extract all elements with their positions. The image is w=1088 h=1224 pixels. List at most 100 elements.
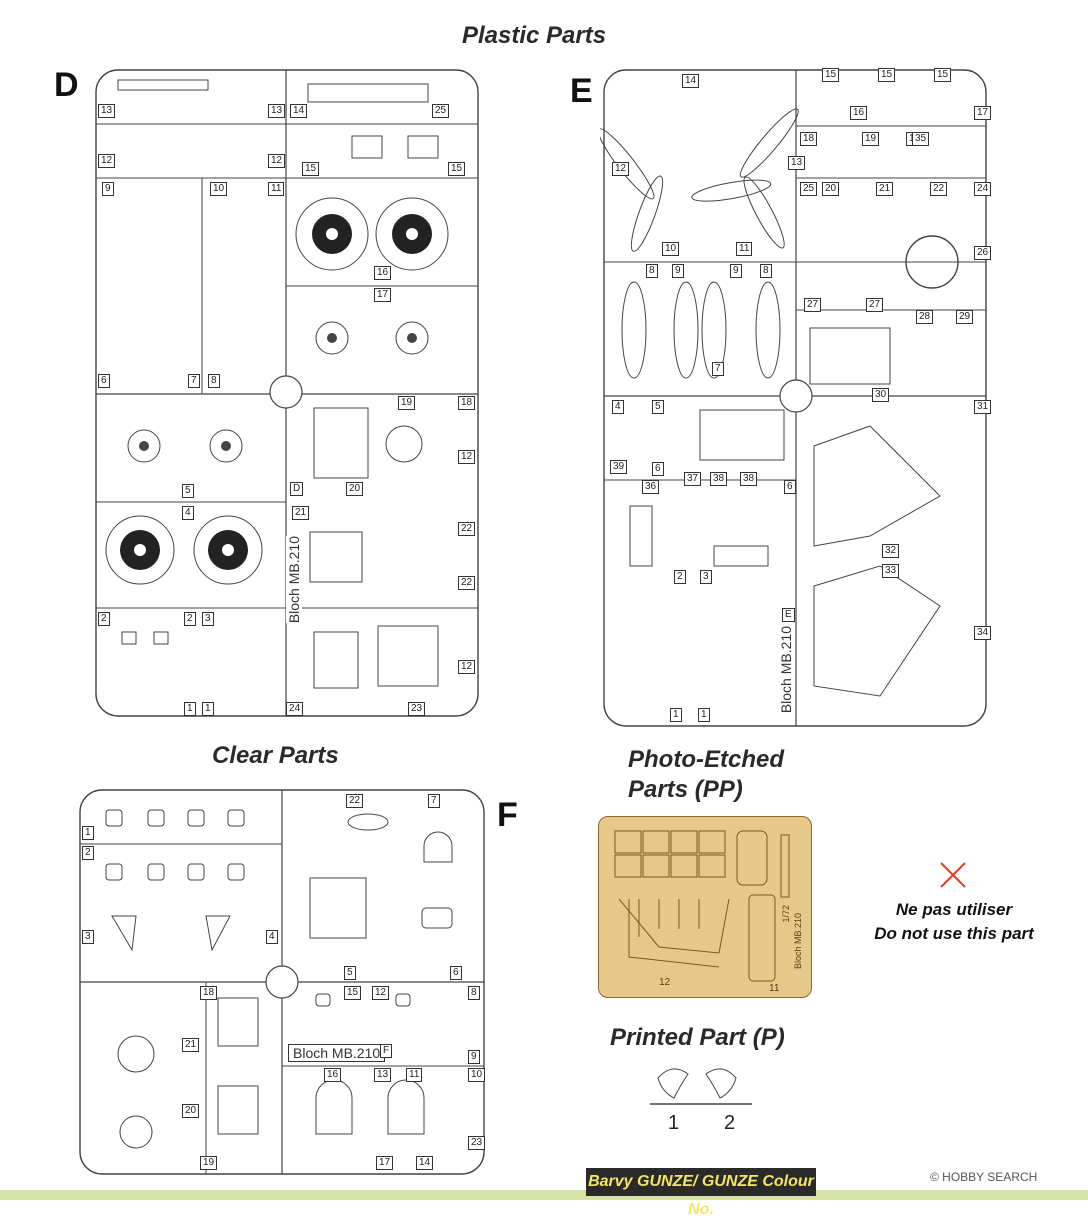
part-number-tag: 23 xyxy=(408,702,426,716)
sprue-e-name: Bloch MB.210 xyxy=(778,626,794,714)
part-number-tag: 24 xyxy=(286,702,304,716)
photo-etched-heading-line2: Parts (PP) xyxy=(628,776,743,803)
part-number-tag: 3 xyxy=(82,930,94,944)
sprue-f-letter: F xyxy=(497,796,518,834)
part-number-tag: 17 xyxy=(376,1156,394,1170)
part-number-tag: 21 xyxy=(876,182,894,196)
part-number-tag: 2 xyxy=(674,570,686,584)
part-number-tag: 5 xyxy=(652,400,664,414)
part-number-tag: 12 xyxy=(612,162,630,176)
hobby-search-watermark: © HOBBY SEARCH xyxy=(930,1170,1038,1184)
part-number-tag: 16 xyxy=(850,106,868,120)
photo-etched-fret: 12 11 Bloch MB.210 1/72 xyxy=(598,816,812,998)
plastic-parts-heading: Plastic Parts xyxy=(462,22,607,49)
part-number-tag: 7 xyxy=(188,374,200,388)
part-number-tag: 5 xyxy=(344,966,356,980)
gunze-colour-banner: Barvy GUNZE/ GUNZE Colour No. xyxy=(586,1168,816,1218)
part-number-tag: 30 xyxy=(872,388,890,402)
part-number-tag: 15 xyxy=(448,162,466,176)
part-number-tag: 28 xyxy=(916,310,934,324)
part-number-tag: 22 xyxy=(346,794,364,808)
part-number-tag: 16 xyxy=(374,266,392,280)
pe-part-12: 12 xyxy=(659,977,671,988)
part-number-tag: 20 xyxy=(182,1104,200,1118)
part-number-tag: 3 xyxy=(202,612,214,626)
printed-parts-drawing xyxy=(650,1068,752,1105)
part-number-tag: 18 xyxy=(200,986,218,1000)
part-number-tag: 1 xyxy=(698,708,710,722)
part-number-tag: 1 xyxy=(202,702,214,716)
photo-etched-heading-line1: Photo-Etched xyxy=(628,746,784,773)
part-number-tag: 8 xyxy=(208,374,220,388)
part-number-tag: 10 xyxy=(210,182,228,196)
sprue-f-name: Bloch MB.210 xyxy=(288,1044,386,1062)
part-number-tag: 1 xyxy=(184,702,196,716)
part-number-tag: 31 xyxy=(974,400,992,414)
pe-fret-scale: 1/72 xyxy=(781,905,791,923)
part-number-tag: 7 xyxy=(428,794,440,808)
part-number-tag: 15 xyxy=(934,68,952,82)
part-number-tag: 21 xyxy=(182,1038,200,1052)
part-number-tag: 19 xyxy=(862,132,880,146)
part-number-tag: 12 xyxy=(98,154,116,168)
part-number-tag: 19 xyxy=(200,1156,218,1170)
pe-part-11: 11 xyxy=(769,983,780,994)
part-number-tag: 27 xyxy=(866,298,884,312)
printed-part-heading: Printed Part (P) xyxy=(610,1024,785,1051)
sprue-e-letter: E xyxy=(570,72,593,110)
part-number-tag: 2 xyxy=(184,612,196,626)
part-number-tag: 39 xyxy=(610,460,628,474)
part-number-tag: 19 xyxy=(398,396,416,410)
part-number-tag: 36 xyxy=(642,480,660,494)
part-number-tag: 15 xyxy=(344,986,362,1000)
printed-part-2-label: 2 xyxy=(724,1112,736,1134)
part-number-tag: 20 xyxy=(822,182,840,196)
part-number-tag: 25 xyxy=(800,182,818,196)
part-number-tag: 6 xyxy=(98,374,110,388)
part-number-tag: 12 xyxy=(268,154,286,168)
part-number-tag: 11 xyxy=(268,182,285,196)
part-number-tag: 32 xyxy=(882,544,900,558)
part-number-tag: 3 xyxy=(700,570,712,584)
part-number-tag: 22 xyxy=(458,576,476,590)
part-number-tag: 17 xyxy=(374,288,392,302)
part-number-tag: 15 xyxy=(822,68,840,82)
part-number-tag: 35 xyxy=(912,132,930,146)
part-number-tag: 22 xyxy=(458,522,476,536)
sprue-d-code: D xyxy=(290,482,304,496)
part-number-tag: 4 xyxy=(612,400,624,414)
part-number-tag: 4 xyxy=(266,930,278,944)
part-number-tag: 5 xyxy=(182,484,194,498)
part-number-tag: 8 xyxy=(760,264,772,278)
part-number-tag: 9 xyxy=(672,264,684,278)
sprue-f-drawing xyxy=(79,789,485,1175)
sprue-e: Bloch MB.210 E 1415151512131819183516171… xyxy=(600,66,992,730)
part-number-tag: 15 xyxy=(302,162,320,176)
clear-parts-heading: Clear Parts xyxy=(212,742,339,769)
part-number-tag: 2 xyxy=(98,612,110,626)
part-number-tag: 37 xyxy=(684,472,702,486)
part-number-tag: 14 xyxy=(682,74,700,88)
part-number-tag: 4 xyxy=(182,506,194,520)
part-number-tag: 13 xyxy=(788,156,806,170)
part-number-tag: 13 xyxy=(374,1068,392,1082)
part-number-tag: 14 xyxy=(290,104,308,118)
footer-strip xyxy=(0,1190,1088,1200)
part-number-tag: 26 xyxy=(974,246,992,260)
part-number-tag: 22 xyxy=(930,182,948,196)
part-number-tag: 21 xyxy=(292,506,310,520)
part-number-tag: 13 xyxy=(268,104,286,118)
warning-line-2: Do not use this part xyxy=(874,924,1034,943)
part-number-tag: 8 xyxy=(468,986,480,1000)
part-number-tag: 25 xyxy=(432,104,450,118)
part-number-tag: 33 xyxy=(882,564,900,578)
warning-line-1: Ne pas utiliser xyxy=(895,900,1013,919)
part-number-tag: 18 xyxy=(458,396,476,410)
photo-etched-drawing xyxy=(614,830,790,982)
sprue-d-name: Bloch MB.210 xyxy=(286,536,302,624)
part-number-tag: 24 xyxy=(974,182,992,196)
part-number-tag: 9 xyxy=(468,1050,480,1064)
part-number-tag: 15 xyxy=(878,68,896,82)
